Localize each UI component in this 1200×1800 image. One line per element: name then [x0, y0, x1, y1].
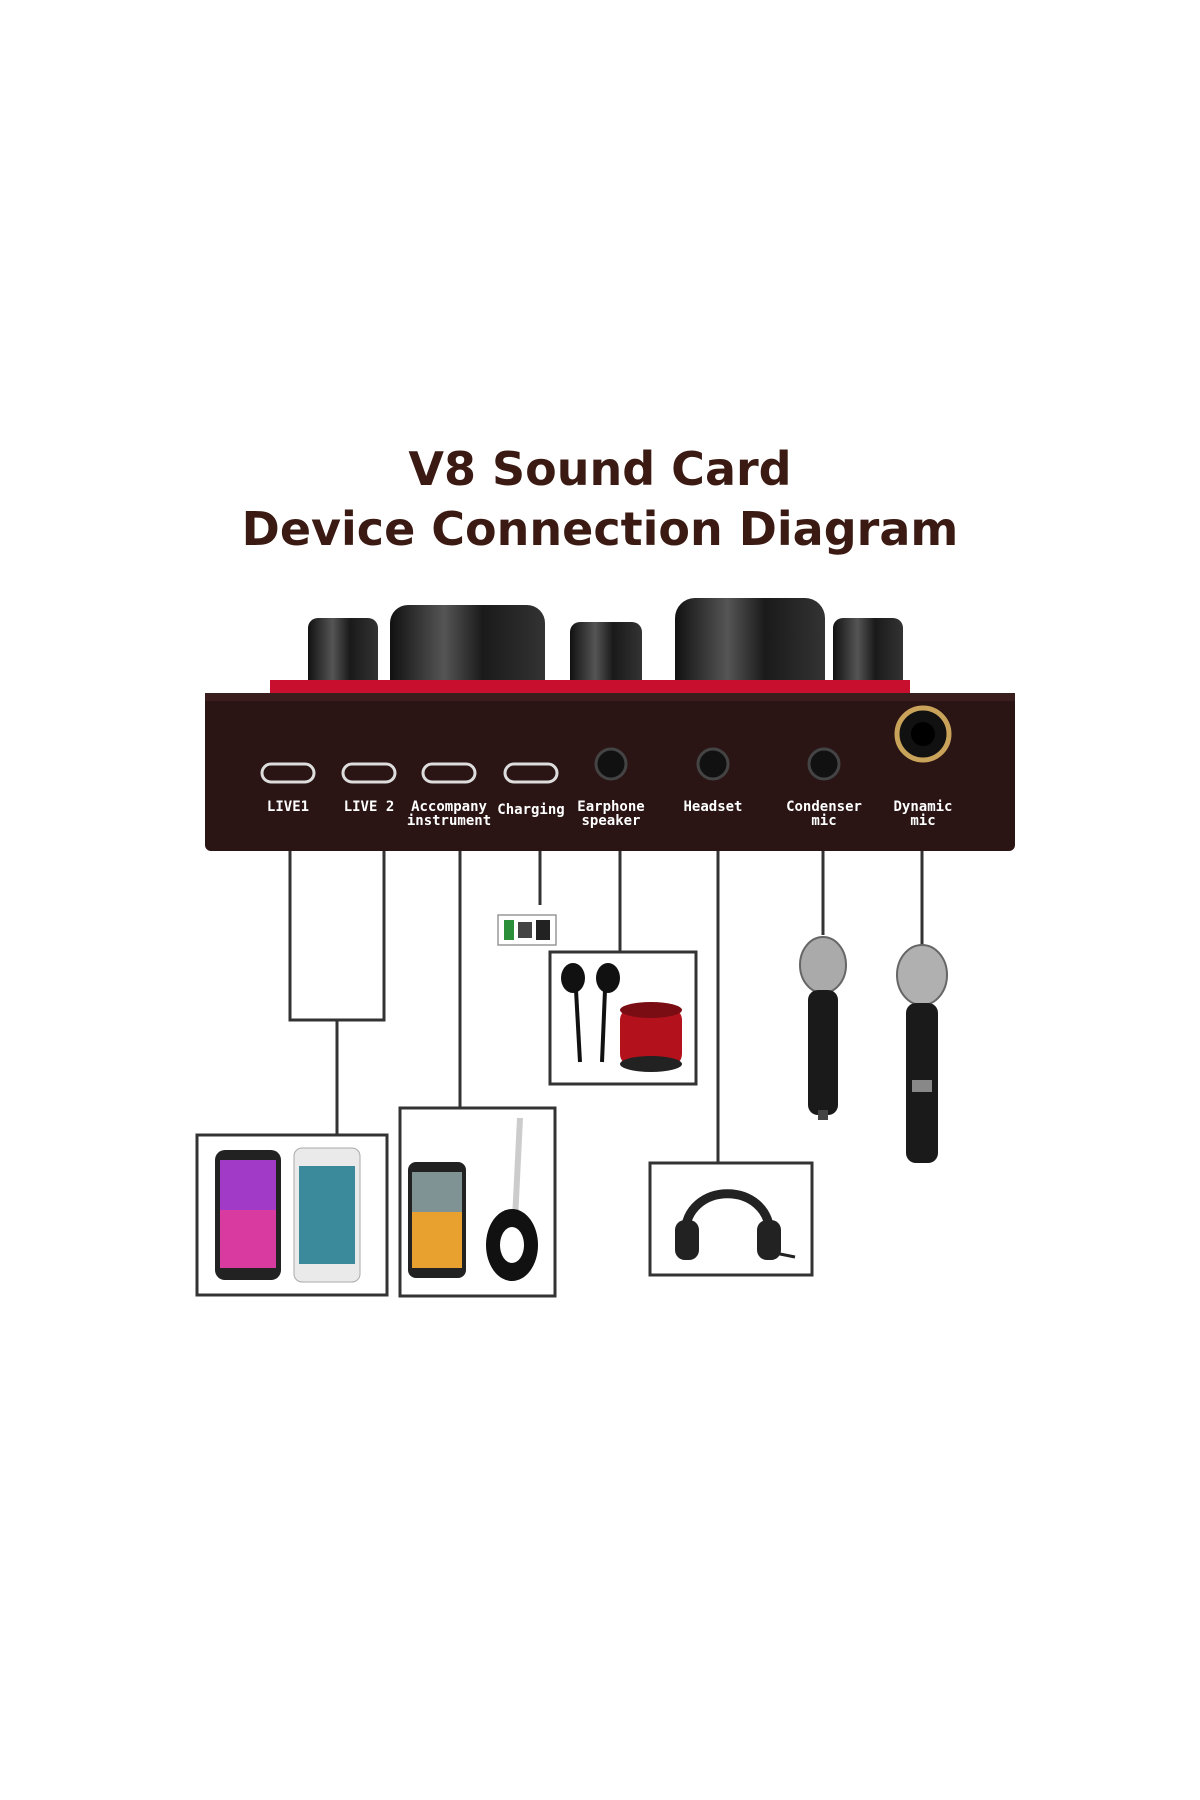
charger-icon: [497, 914, 557, 946]
port-label-charging: Charging: [497, 802, 565, 818]
connector-lines: [288, 851, 924, 1163]
port-label-accompany: Accompany instrument: [406, 799, 492, 829]
port-label-condenser: Condenser mic: [786, 799, 862, 829]
headset-box: [648, 1161, 814, 1277]
diagram-title-line1: V8 Sound Card: [408, 442, 792, 496]
guitar-icon: [408, 1117, 538, 1281]
port-label-earphone: Earphone speaker: [577, 799, 645, 829]
port-label-live1: LIVE1: [266, 799, 310, 815]
audio-jacks: [594, 705, 952, 781]
dynamic-microphone-icon: [896, 944, 948, 1163]
port-label-live2: LIVE 2: [343, 799, 395, 815]
port-label-dynamic: Dynamic mic: [893, 799, 953, 829]
condenser-microphone-icon: [799, 936, 847, 1120]
diagram-title-line2: Device Connection Diagram: [241, 502, 959, 556]
speaker-icon: [620, 1002, 682, 1072]
usb-ports: [260, 762, 559, 784]
headset-icon: [675, 1189, 796, 1260]
smartphone-icon: [215, 1147, 361, 1283]
earphone-icon: [561, 963, 620, 1063]
port-label-headset: Headset: [683, 799, 743, 815]
